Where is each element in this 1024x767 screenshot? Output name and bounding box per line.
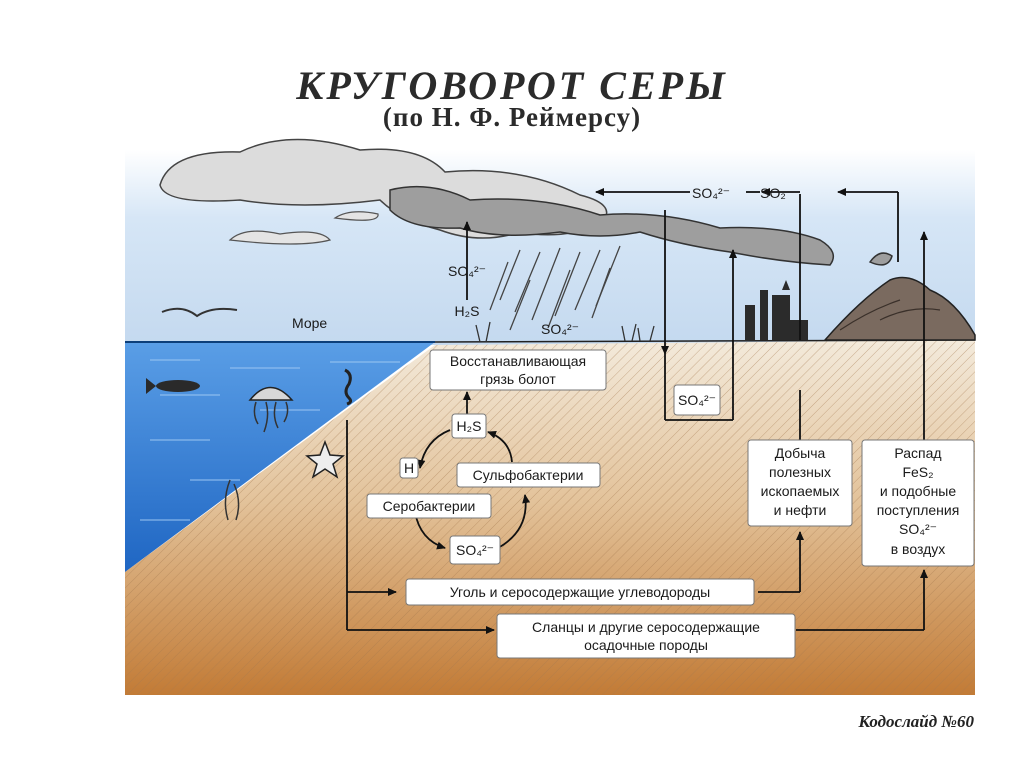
so4-sky-label: SO₄²⁻	[448, 263, 486, 279]
mud-label-line1: Восстанавливающая	[450, 353, 586, 369]
sea-label: Море	[292, 315, 327, 331]
so4-top-label: SO₄²⁻	[692, 185, 730, 201]
decay-label-line6: в воздух	[891, 541, 946, 557]
so4-cycle-label: SO₄²⁻	[456, 542, 494, 558]
mining-label-line2: полезных	[769, 464, 831, 480]
diagram-title: КРУГОВОРОТ СЕРЫ	[296, 63, 728, 108]
coal-label: Уголь и серосодержащие углеводороды	[450, 584, 710, 600]
decay-label-line2: FeS₂	[902, 464, 933, 480]
grass	[475, 321, 655, 343]
rain	[489, 245, 621, 331]
so4-rain-label: SO₄²⁻	[541, 321, 579, 337]
so2-top-label: SO₂	[760, 185, 786, 201]
h2s-cycle-label: H₂S	[457, 418, 482, 434]
serobacteria-label: Серобактерии	[383, 498, 476, 514]
so4-deposit-label: SO₄²⁻	[678, 392, 716, 408]
shale-label-line1: Сланцы и другие серосодержащие	[532, 619, 760, 635]
ground-hatching	[125, 340, 975, 695]
factory-icon	[745, 280, 808, 340]
decay-label-line1: Распад	[894, 445, 941, 461]
mining-label-line1: Добыча	[775, 445, 826, 461]
shale-label-line2: осадочные породы	[584, 637, 708, 653]
diagram-subtitle: (по Н. Ф. Реймерсу)	[382, 102, 642, 132]
seagull-icon	[161, 307, 238, 318]
h2s-sky-label: H₂S	[455, 303, 480, 319]
fish-icon	[146, 378, 200, 394]
mining-label-line3: ископаемых	[761, 483, 840, 499]
slide-number: Кодослайд №60	[858, 712, 974, 731]
mud-label-line2: грязь болот	[480, 371, 556, 387]
volcano-icon	[823, 276, 976, 341]
label-boxes	[366, 349, 975, 659]
mining-label-line4: и нефти	[774, 502, 827, 518]
seaweed-icon	[224, 479, 240, 521]
wave-lines	[140, 359, 400, 521]
seahorse-icon	[344, 368, 353, 406]
decay-label-line4: поступления	[877, 502, 960, 518]
decay-label-line5: SO₄²⁻	[899, 521, 937, 537]
jellyfish-icon	[248, 386, 294, 433]
h-label: H	[404, 460, 414, 476]
sea-water	[125, 342, 435, 572]
smoke-cloud	[389, 185, 893, 266]
cloud-small	[228, 211, 379, 245]
starfish-icon	[305, 439, 345, 479]
decay-label-line3: и подобные	[880, 483, 957, 499]
sulfobacteria-label: Сульфобактерии	[473, 467, 584, 483]
